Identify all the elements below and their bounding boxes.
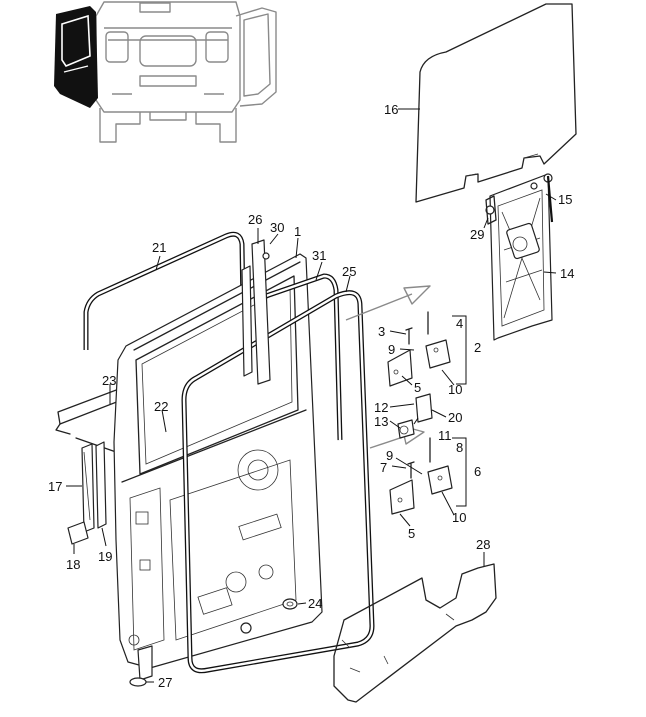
callout-1: 1 bbox=[294, 224, 301, 239]
callout-17: 17 bbox=[48, 479, 62, 494]
callout-20: 20 bbox=[448, 410, 462, 425]
callout-4: 4 bbox=[456, 316, 463, 331]
callout-26: 26 bbox=[248, 212, 262, 227]
callout-11: 11 bbox=[438, 428, 452, 443]
door-frame-seal bbox=[83, 231, 247, 371]
callout-15: 15 bbox=[558, 192, 572, 207]
callout-29: 29 bbox=[470, 227, 484, 242]
callout-23: 23 bbox=[102, 373, 116, 388]
callout-10b: 10 bbox=[452, 510, 466, 525]
callout-6: 6 bbox=[474, 464, 481, 479]
callout-22: 22 bbox=[154, 399, 168, 414]
callout-28: 28 bbox=[476, 537, 490, 552]
door-window-glass bbox=[415, 3, 577, 203]
callout-30: 30 bbox=[270, 220, 284, 235]
callout-9b: 9 bbox=[386, 448, 393, 463]
callout-13: 13 bbox=[374, 414, 388, 429]
callout-7: 7 bbox=[380, 460, 387, 475]
callout-10a: 10 bbox=[448, 382, 462, 397]
callout-5a: 5 bbox=[414, 380, 421, 395]
channel-strips bbox=[241, 239, 271, 385]
callout-21: 21 bbox=[152, 240, 166, 255]
lower-hinge-set bbox=[389, 437, 467, 515]
callout-16: 16 bbox=[384, 102, 398, 117]
door-trim-panel bbox=[333, 563, 497, 703]
callout-27: 27 bbox=[158, 675, 172, 690]
door-shell bbox=[113, 253, 323, 681]
leader-lines bbox=[66, 108, 557, 683]
window-regulator bbox=[485, 173, 554, 341]
small-fasteners bbox=[129, 598, 298, 687]
callout-labels: 1 2 3 4 5 5 6 7 8 9 9 10 10 11 12 13 14 … bbox=[48, 102, 574, 690]
door-opening-seal bbox=[181, 290, 375, 674]
door-guide-rail bbox=[67, 441, 107, 545]
callout-18: 18 bbox=[66, 557, 80, 572]
callout-12: 12 bbox=[374, 400, 388, 415]
upper-hinge-set bbox=[387, 311, 467, 387]
callout-14: 14 bbox=[560, 266, 574, 281]
cab-locator-view bbox=[54, 1, 277, 143]
callout-5b: 5 bbox=[408, 526, 415, 541]
door-lock-striker bbox=[397, 393, 433, 439]
callout-24: 24 bbox=[308, 596, 322, 611]
callout-3: 3 bbox=[378, 324, 385, 339]
callout-9a: 9 bbox=[388, 342, 395, 357]
callout-25: 25 bbox=[342, 264, 356, 279]
callout-2: 2 bbox=[474, 340, 481, 355]
callout-19: 19 bbox=[98, 549, 112, 564]
callout-8: 8 bbox=[456, 440, 463, 455]
glass-run-channel bbox=[265, 273, 343, 441]
callout-31: 31 bbox=[312, 248, 326, 263]
